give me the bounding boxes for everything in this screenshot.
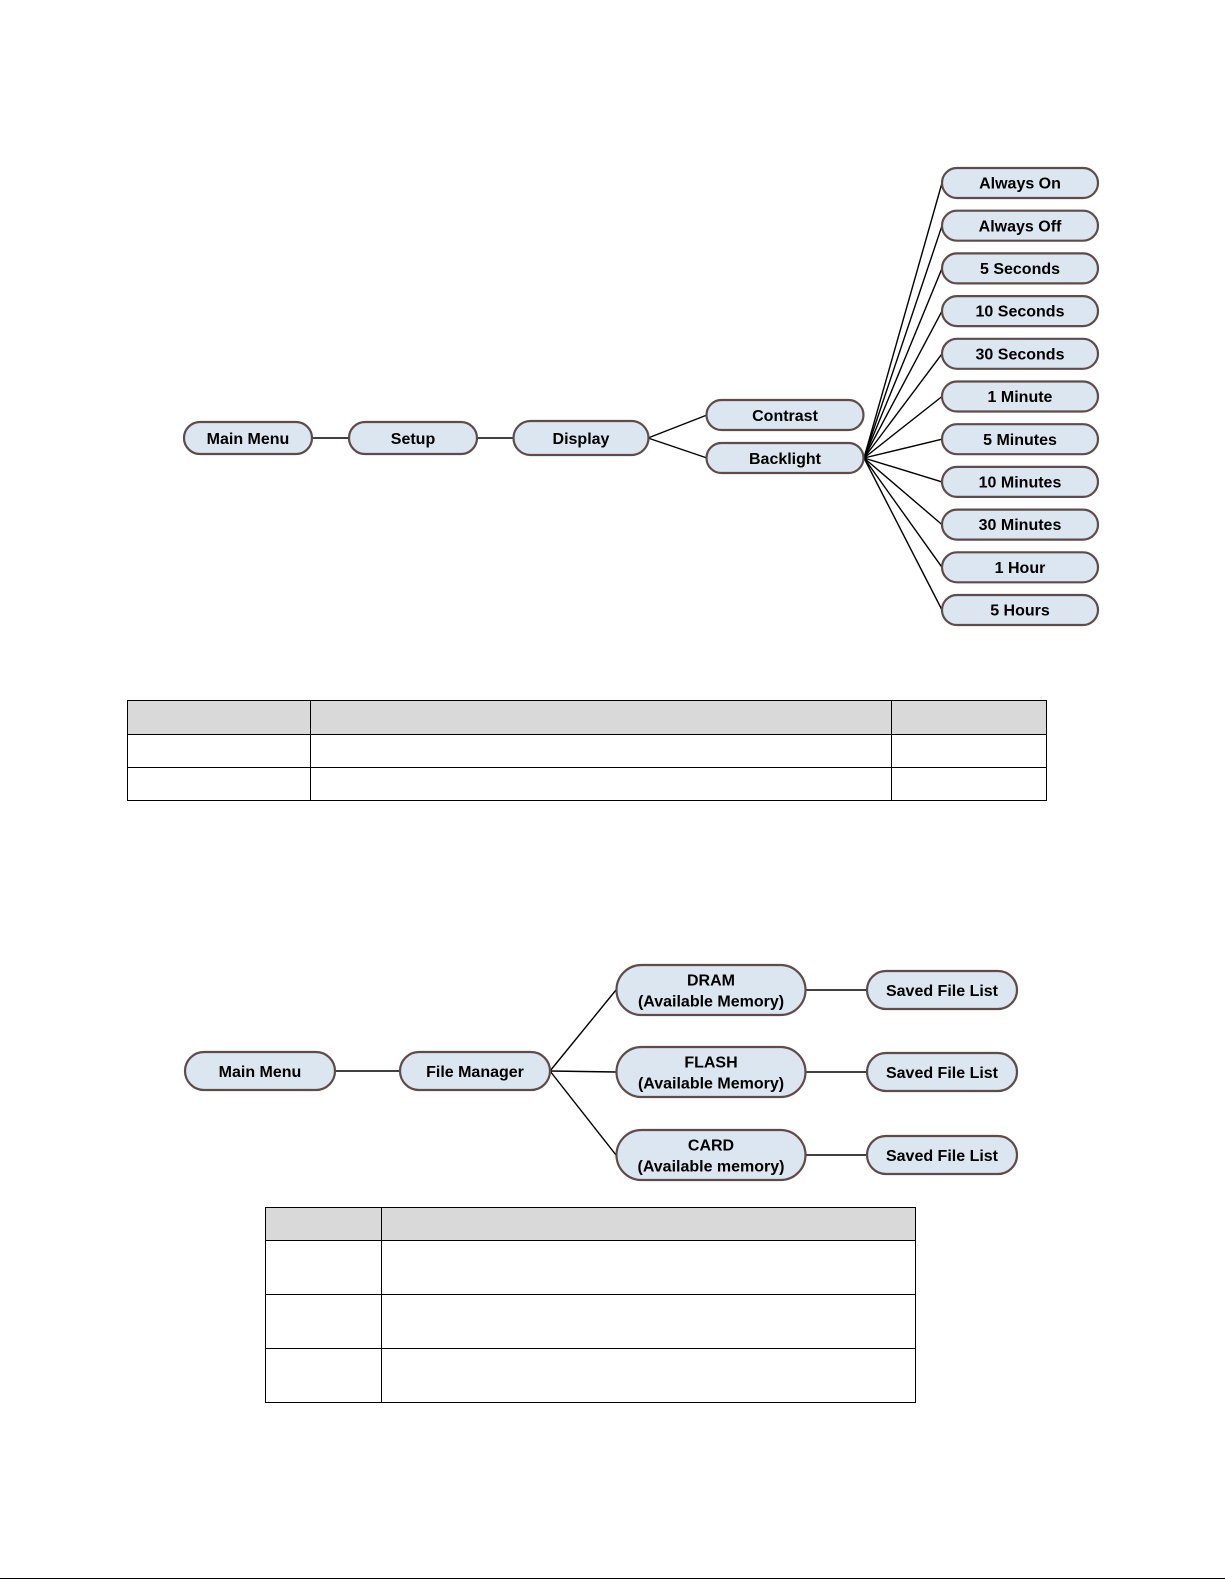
- node-memory: FLASH (Available Memory): [615, 1045, 807, 1099]
- edge-backlight-option: [863, 457, 943, 526]
- edge-backlight-option: [863, 457, 943, 568]
- edge-backlight-option: [863, 268, 943, 459]
- node-memory-label: FLASH: [684, 1055, 737, 1072]
- node-backlight-option: 10 Seconds: [940, 295, 1100, 328]
- node-backlight-option-label: 5 Hours: [990, 603, 1050, 620]
- node-backlight-option: 5 Hours: [940, 593, 1100, 627]
- edge-backlight-option: [863, 310, 943, 459]
- edge-backlight-option: [863, 353, 943, 459]
- node-backlight-option: 30 Seconds: [940, 337, 1100, 370]
- node-backlight-option: Always Off: [940, 209, 1100, 242]
- node-file-manager-label: File Manager: [426, 1064, 524, 1081]
- node-memory-label: (Available Memory): [638, 993, 784, 1010]
- node-memory: DRAM (Available Memory): [615, 963, 807, 1017]
- node-contrast-label: Contrast: [752, 408, 818, 425]
- table-header-cell: [381, 1207, 916, 1241]
- node-backlight-option-label: 5 Seconds: [980, 261, 1060, 278]
- node-contrast: Contrast: [705, 398, 865, 432]
- node-display-label: Display: [553, 431, 610, 448]
- node-file-manager: File Manager: [398, 1050, 552, 1092]
- node-backlight-option: 1 Minute: [940, 380, 1100, 413]
- edge-backlight-option: [863, 457, 943, 483]
- node-backlight-option-label: 5 Minutes: [983, 432, 1057, 449]
- node-main-menu-label: Main Menu: [219, 1064, 302, 1081]
- node-backlight-option: 5 Seconds: [940, 252, 1100, 285]
- edge-display-contrast: [647, 414, 708, 439]
- node-backlight-option: 5 Minutes: [940, 423, 1100, 456]
- edge-filemanager-memory: [549, 1070, 617, 1156]
- node-backlight-option-label: Always Off: [979, 218, 1062, 235]
- node-backlight-option-label: 30 Seconds: [976, 346, 1065, 363]
- node-memory: CARD (Available memory): [615, 1128, 807, 1182]
- node-backlight-option: 30 Minutes: [940, 508, 1100, 541]
- node-display: Display: [512, 419, 650, 457]
- node-main-menu: Main Menu: [182, 420, 314, 456]
- node-main-menu-label: Main Menu: [207, 431, 290, 448]
- file-manager-table: [265, 1207, 916, 1403]
- edge-filemanager-memory: [549, 989, 617, 1072]
- table-row: [265, 1240, 916, 1295]
- node-saved-file-list-label: Saved File List: [886, 1148, 999, 1165]
- edge-backlight-option: [863, 182, 943, 459]
- table-row: [265, 1294, 916, 1349]
- table-row: [127, 734, 1047, 768]
- node-backlight-option-label: 1 Minute: [988, 389, 1053, 406]
- node-memory-label: (Available Memory): [638, 1075, 784, 1092]
- node-saved-file-list: Saved File List: [865, 969, 1019, 1011]
- node-saved-file-list: Saved File List: [865, 1134, 1019, 1176]
- node-backlight-option: Always On: [940, 166, 1100, 200]
- node-backlight-option: 1 Hour: [940, 551, 1100, 584]
- table-header-cell: [127, 700, 311, 735]
- node-backlight: Backlight: [705, 441, 865, 475]
- table-row: [127, 767, 1047, 801]
- node-saved-file-list-label: Saved File List: [886, 1065, 999, 1082]
- node-backlight-label: Backlight: [749, 451, 822, 468]
- table-header-cell: [891, 700, 1047, 735]
- edge-display-backlight: [647, 437, 708, 459]
- node-backlight-option-label: 10 Minutes: [979, 474, 1062, 491]
- page-bottom-rule: [0, 1578, 1225, 1579]
- edge-backlight-option: [863, 457, 943, 611]
- edge-backlight-option: [863, 225, 943, 459]
- display-settings-table: [127, 700, 1047, 801]
- edge-backlight-option: [863, 395, 943, 459]
- node-saved-file-list-label: Saved File List: [886, 983, 999, 1000]
- node-main-menu: Main Menu: [183, 1050, 337, 1092]
- node-memory-label: CARD: [688, 1138, 734, 1155]
- node-saved-file-list: Saved File List: [865, 1051, 1019, 1093]
- node-backlight-option-label: Always On: [979, 176, 1061, 193]
- edge-filemanager-memory: [549, 1070, 617, 1073]
- table-header-cell: [310, 700, 892, 735]
- node-backlight-option-label: 30 Minutes: [979, 517, 1062, 534]
- node-setup-label: Setup: [391, 431, 436, 448]
- node-memory-label: DRAM: [687, 973, 735, 990]
- node-backlight-option-label: 1 Hour: [995, 560, 1046, 577]
- node-backlight-option: 10 Minutes: [940, 465, 1100, 498]
- edge-backlight-option: [863, 438, 943, 459]
- table-header-cell: [265, 1207, 382, 1241]
- node-memory-label: (Available memory): [637, 1158, 784, 1175]
- node-backlight-option-label: 10 Seconds: [976, 304, 1065, 321]
- table-row: [265, 1348, 916, 1403]
- node-setup: Setup: [347, 420, 479, 456]
